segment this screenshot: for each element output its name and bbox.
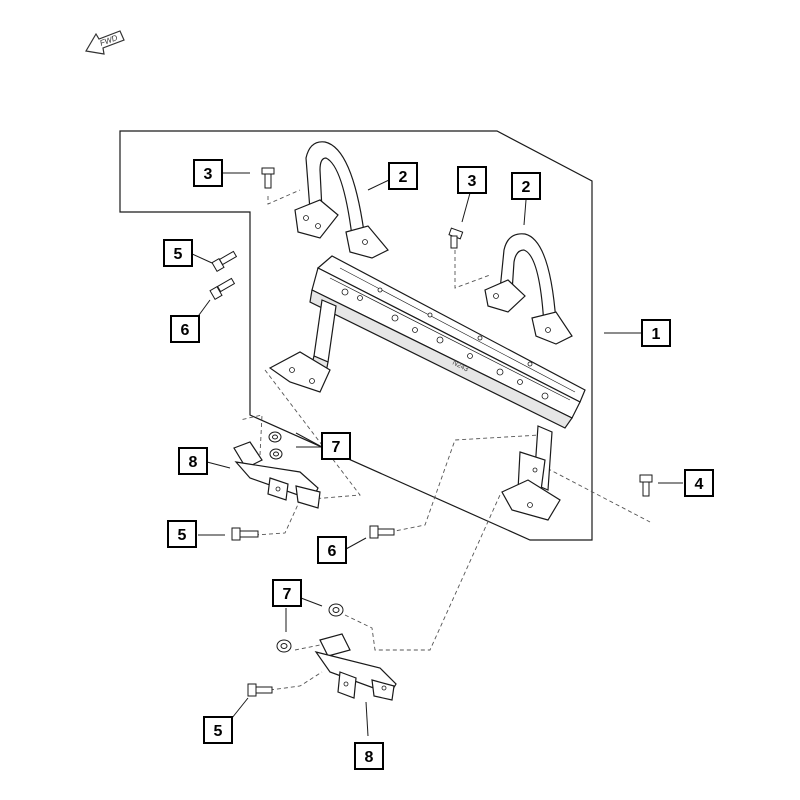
svg-text:1: 1 <box>652 326 661 343</box>
callout-5-middle: 5 <box>167 520 197 548</box>
callout-1: 1 <box>641 319 671 347</box>
svg-text:3: 3 <box>468 173 477 190</box>
forward-arrow-icon: FWD <box>85 30 125 55</box>
assembly-boundary <box>119 130 593 541</box>
right-grab-handle <box>484 233 573 345</box>
svg-text:7: 7 <box>283 586 292 603</box>
svg-text:5: 5 <box>174 246 183 263</box>
svg-text:6: 6 <box>181 322 190 339</box>
svg-text:4: 4 <box>695 476 704 493</box>
cross-member-beam: N243 <box>309 255 586 429</box>
svg-text:7: 7 <box>332 439 341 456</box>
nut-icon <box>268 431 344 653</box>
callout-6-top: 6 <box>170 315 200 343</box>
callout-8-top: 8 <box>178 447 208 475</box>
callout-8-bottom: 8 <box>354 742 384 770</box>
callout-6-middle: 6 <box>317 536 347 564</box>
svg-text:8: 8 <box>189 454 198 471</box>
svg-text:2: 2 <box>522 179 531 196</box>
callout-2-right-handle: 2 <box>511 172 541 200</box>
left-support-leg <box>268 299 337 393</box>
callout-7-bottom: 7 <box>272 579 302 607</box>
svg-text:8: 8 <box>365 749 374 766</box>
svg-text:2: 2 <box>399 169 408 186</box>
lower-mounting-bracket <box>314 633 397 701</box>
svg-text:6: 6 <box>328 543 337 560</box>
callout-5-bottom: 5 <box>203 716 233 744</box>
left-grab-handle <box>294 141 389 259</box>
svg-text:5: 5 <box>178 527 187 544</box>
bolt-icon <box>209 167 653 697</box>
right-support-leg <box>501 425 561 521</box>
callout-3-left-bolt: 3 <box>193 159 223 187</box>
callout-2-left-handle: 2 <box>388 162 418 190</box>
svg-text:3: 3 <box>204 166 213 183</box>
callout-7-top: 7 <box>321 432 351 460</box>
callout-5-top: 5 <box>163 239 193 267</box>
callout-4: 4 <box>684 469 714 497</box>
svg-text:5: 5 <box>214 723 223 740</box>
dashed-leaders <box>239 189 651 691</box>
upper-mounting-bracket <box>233 441 321 509</box>
callout-leaders <box>187 172 683 737</box>
callout-3-right-bolt: 3 <box>457 166 487 194</box>
